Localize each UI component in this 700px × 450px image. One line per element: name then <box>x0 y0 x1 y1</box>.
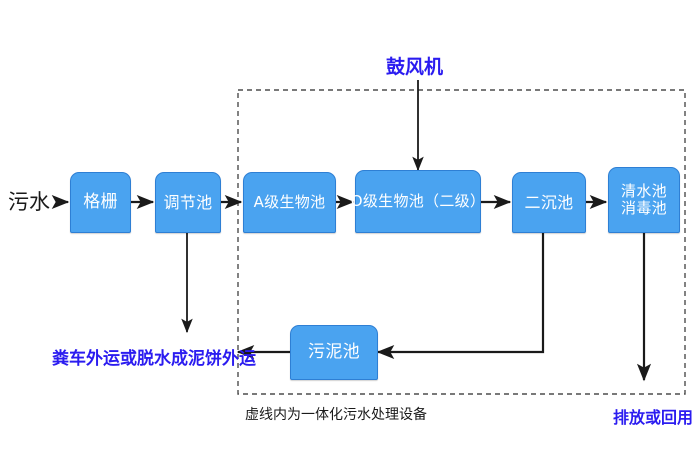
node-secondary-settling-tank-label: 二沉池 <box>524 192 574 212</box>
node-sludge-tank[interactable]: 污泥池 <box>290 325 378 380</box>
node-a-stage-bio-tank-label: A级生物池 <box>253 193 326 212</box>
arrow-settler-to-sludge <box>376 233 545 360</box>
label-effluent-discharge-reuse: 排放或回用 <box>613 408 694 427</box>
label-sludge-disposal: 粪车外运或脱水成泥饼外运 <box>52 349 256 369</box>
label-blower: 鼓风机 <box>386 56 444 78</box>
node-sludge-tank-label: 污泥池 <box>308 341 360 362</box>
node-grid[interactable]: 格栅 <box>70 172 131 233</box>
node-o-stage-bio-tank[interactable]: O级生物池（二级） <box>351 170 485 233</box>
node-grid-label: 格栅 <box>83 191 118 212</box>
node-regulating-tank-label: 调节池 <box>163 192 213 212</box>
node-disinfection-tank-label: 消毒池 <box>621 199 667 217</box>
node-clearwater-disinfection-tank[interactable]: 清水池 消毒池 <box>608 167 680 233</box>
label-dashed-box-caption: 虚线内为一体化污水处理设备 <box>245 407 427 423</box>
label-influent-wastewater: 污水 <box>8 190 50 214</box>
node-secondary-settling-tank[interactable]: 二沉池 <box>512 172 586 233</box>
node-clearwater-tank-label: 清水池 <box>621 182 667 201</box>
node-o-stage-bio-tank-label: O级生物池（二级） <box>350 192 486 211</box>
node-regulating-tank[interactable]: 调节池 <box>155 172 221 233</box>
node-a-stage-bio-tank[interactable]: A级生物池 <box>243 172 336 233</box>
